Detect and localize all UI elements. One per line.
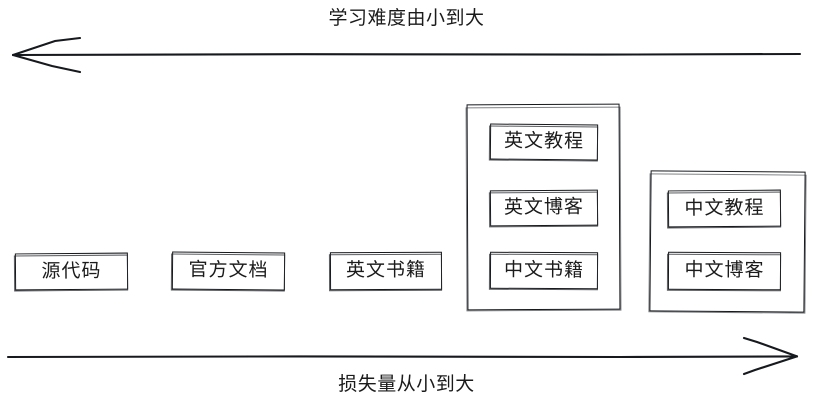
- bottom-axis-label: 损失量从小到大: [338, 374, 475, 395]
- node-label: 英文教程: [503, 130, 585, 153]
- node-chinese-tutorials[interactable]: 中文教程: [667, 189, 782, 228]
- node-label: 英文书籍: [345, 259, 427, 282]
- node-label: 中文书籍: [503, 259, 585, 281]
- node-label: 中文教程: [684, 197, 765, 219]
- node-source-code[interactable]: 源代码: [14, 252, 129, 291]
- node-english-blogs[interactable]: 英文博客: [489, 189, 599, 227]
- node-label: 中文博客: [684, 259, 765, 282]
- node-english-books[interactable]: 英文书籍: [329, 251, 443, 291]
- node-chinese-blogs[interactable]: 中文博客: [667, 251, 782, 291]
- node-official-docs[interactable]: 官方文档: [171, 251, 286, 291]
- node-label: 源代码: [41, 260, 102, 282]
- top-axis-arrow: [11, 36, 802, 74]
- node-chinese-books[interactable]: 中文书籍: [489, 251, 599, 290]
- node-english-tutorials[interactable]: 英文教程: [489, 123, 599, 161]
- node-label: 官方文档: [188, 259, 269, 282]
- node-label: 英文博客: [503, 196, 585, 219]
- bottom-axis-arrow: [6, 336, 799, 376]
- top-axis-label: 学习难度由小到大: [328, 8, 485, 29]
